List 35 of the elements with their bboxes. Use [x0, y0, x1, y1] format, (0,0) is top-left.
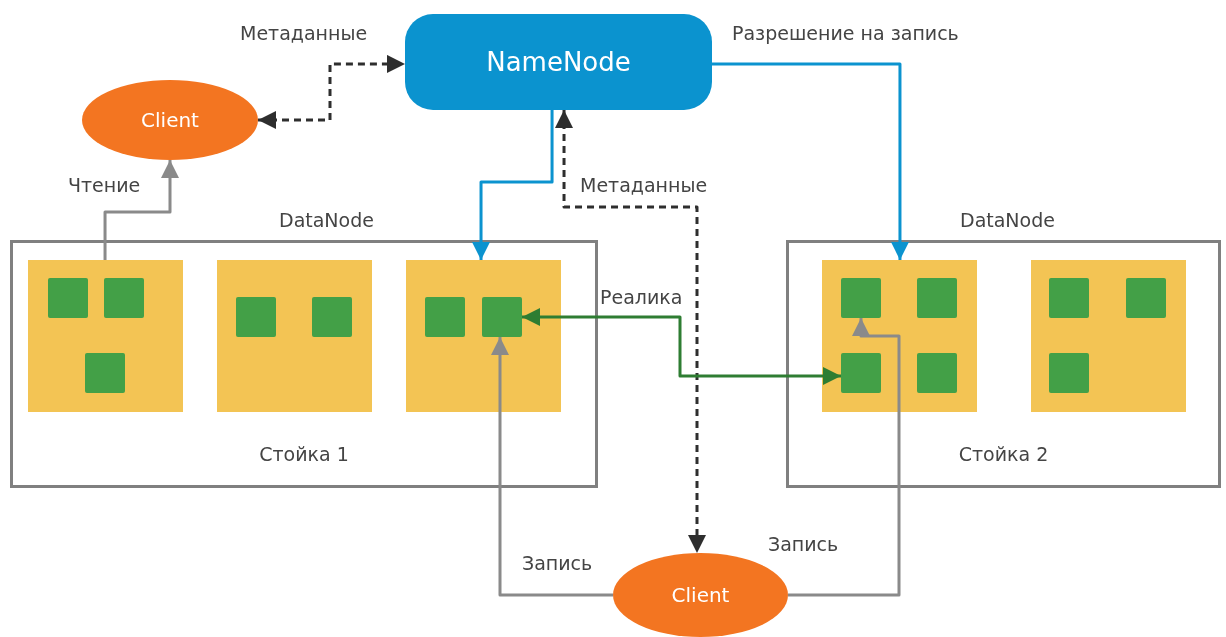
arrow	[103, 160, 179, 260]
dashed-arrow	[555, 110, 706, 553]
server-box	[1031, 260, 1186, 412]
data-block	[85, 353, 125, 393]
data-block	[1049, 353, 1089, 393]
arrow	[788, 318, 901, 597]
node-label: Client	[141, 108, 199, 132]
namenode-box	[405, 14, 712, 110]
arrow	[522, 308, 841, 385]
node-heading: DataNode	[279, 209, 374, 231]
node-label: NameNode	[486, 47, 631, 77]
data-block	[425, 297, 465, 337]
data-block	[482, 297, 522, 337]
server-box	[28, 260, 183, 412]
data-block	[1126, 278, 1166, 318]
data-block	[236, 297, 276, 337]
arrow	[712, 62, 909, 260]
rack-label: Стойка 1	[258, 443, 350, 465]
arrow	[472, 110, 554, 260]
server-box	[822, 260, 977, 412]
node-label: Client	[671, 583, 730, 607]
server-box	[406, 260, 561, 412]
node-heading: DataNode	[960, 209, 1055, 231]
arrow	[491, 337, 613, 597]
data-block	[1049, 278, 1089, 318]
data-block	[312, 297, 352, 337]
data-block	[841, 353, 881, 393]
rack-label: Стойка 2	[957, 443, 1050, 465]
data-block	[917, 278, 957, 318]
data-block	[48, 278, 88, 318]
data-block	[841, 278, 881, 318]
dashed-arrow	[258, 54, 405, 129]
data-block	[104, 278, 144, 318]
data-block	[917, 353, 957, 393]
server-box	[217, 260, 372, 412]
